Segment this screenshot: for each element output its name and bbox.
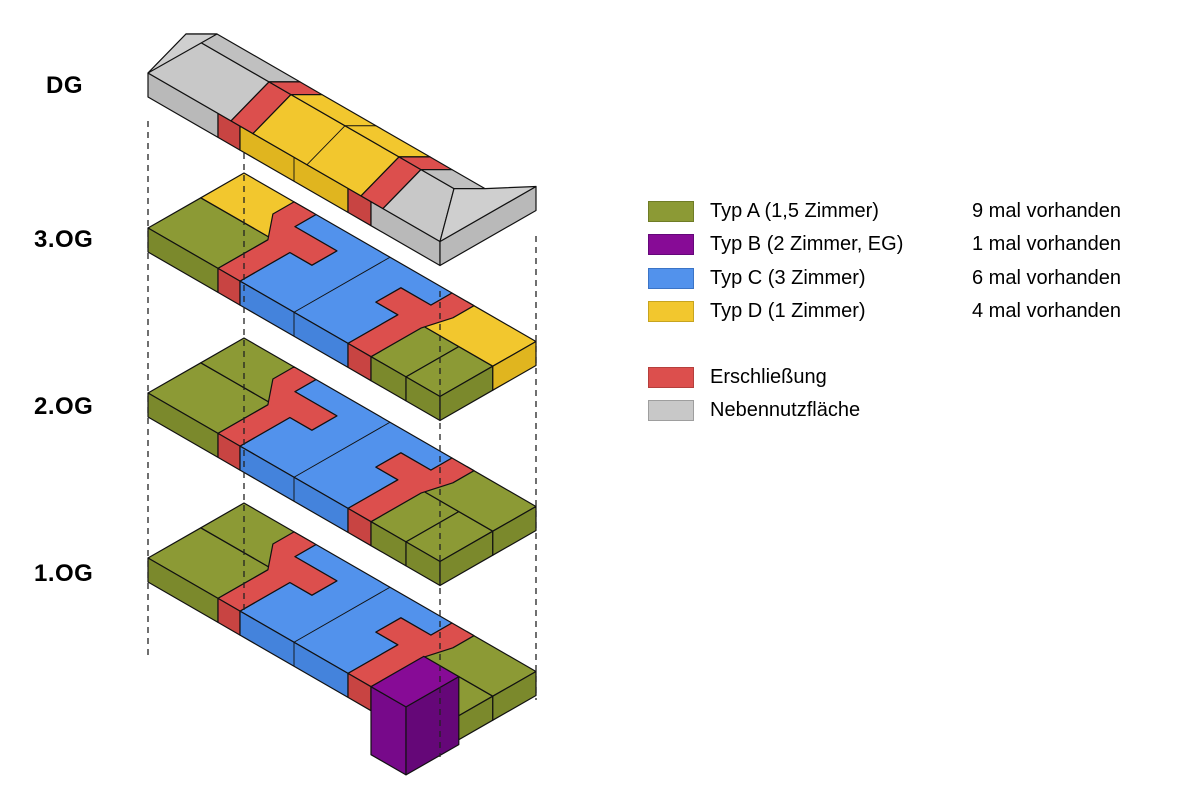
legend-row-typ-d: Typ D (1 Zimmer) 4 mal vorhanden — [648, 300, 1121, 323]
floor-label-3og: 3.OG — [34, 226, 94, 253]
legend-label: Typ A (1,5 Zimmer) — [710, 200, 879, 222]
legend-count: 6 mal vorhanden — [972, 267, 1121, 289]
floor-label-1og: 1.OG — [34, 560, 94, 587]
legend-count: 1 mal vorhanden — [972, 233, 1121, 255]
legend-count: 9 mal vorhanden — [972, 200, 1121, 222]
legend-label: Typ C (3 Zimmer) — [710, 267, 866, 289]
legend-row-nebennutzflaeche: Nebennutzfläche — [648, 399, 860, 422]
legend-label: Erschließung — [710, 366, 827, 388]
floor-label-dg: DG — [46, 72, 83, 99]
legend-row-typ-b: Typ B (2 Zimmer, EG) 1 mal vorhanden — [648, 233, 1121, 256]
typ-c-color-swatch — [648, 268, 694, 289]
legend-label: Nebennutzfläche — [710, 399, 861, 421]
nebennutzflaeche-color-swatch — [648, 400, 694, 421]
erschliessung-color-swatch — [648, 367, 694, 388]
legend-label: Typ B (2 Zimmer, EG) — [710, 233, 904, 255]
typ-d-color-swatch — [648, 301, 694, 322]
typ-b-color-swatch — [648, 234, 694, 255]
legend-count: 4 mal vorhanden — [972, 300, 1121, 322]
legend-row-typ-a: Typ A (1,5 Zimmer) 9 mal vorhanden — [648, 200, 1121, 223]
legend-row-erschliessung: Erschließung — [648, 366, 827, 389]
floor-label-2og: 2.OG — [34, 393, 94, 420]
legend-label: Typ D (1 Zimmer) — [710, 300, 866, 322]
legend-row-typ-c: Typ C (3 Zimmer) 6 mal vorhanden — [648, 267, 1121, 290]
typ-a-color-swatch — [648, 201, 694, 222]
